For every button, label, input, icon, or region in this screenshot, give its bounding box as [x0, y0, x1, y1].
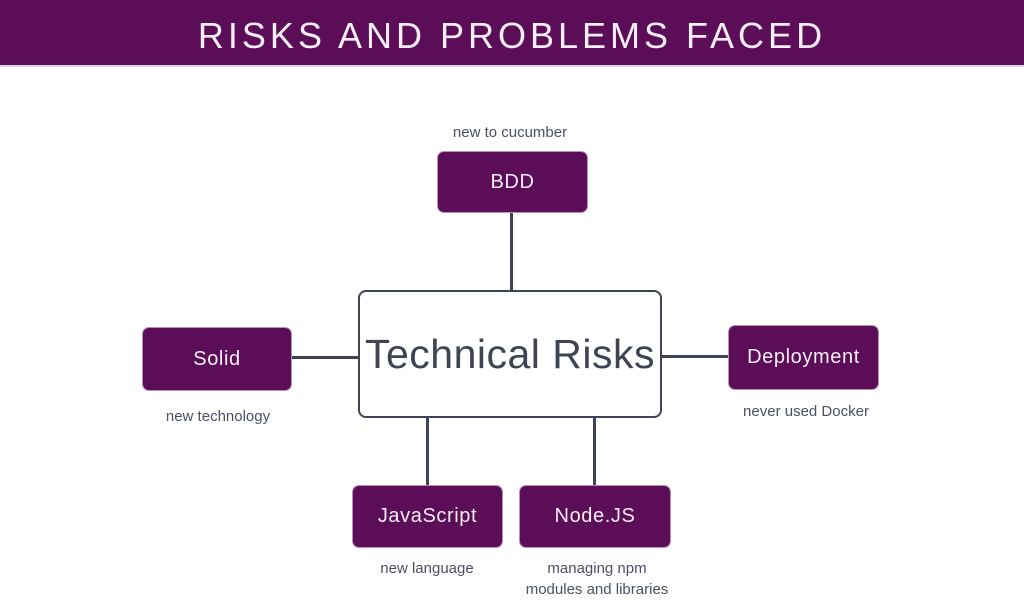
caption-bdd: new to cucumber: [452, 124, 568, 141]
node-nodejs-label: Node.JS: [554, 505, 636, 527]
node-nodejs: Node.JS: [519, 485, 671, 548]
center-node-label: Technical Risks: [364, 330, 656, 377]
connector-bdd-to-center: [510, 213, 513, 291]
node-bdd: BDD: [437, 151, 588, 213]
center-node-technical-risks: Technical Risks: [358, 290, 662, 418]
caption-javascript: new language: [380, 560, 474, 577]
caption-solid: new technology: [165, 408, 271, 425]
node-javascript-label: JavaScript: [377, 505, 478, 527]
connector-center-to-nodejs: [593, 417, 596, 485]
node-deployment: Deployment: [728, 325, 879, 390]
caption-nodejs: managing npm modules and libraries: [525, 560, 669, 598]
node-deployment-label: Deployment: [747, 346, 860, 368]
node-solid: Solid: [142, 327, 292, 391]
node-javascript: JavaScript: [352, 485, 503, 548]
page-title: RISKS AND PROBLEMS FACED: [197, 15, 827, 56]
node-bdd-label: BDD: [490, 170, 535, 193]
caption-deployment: never used Docker: [743, 403, 869, 420]
header-bar: RISKS AND PROBLEMS FACED: [0, 0, 1024, 67]
connector-center-to-javascript: [426, 417, 429, 485]
connector-center-to-deployment: [662, 355, 728, 358]
connector-solid-to-center: [292, 356, 358, 359]
node-solid-label: Solid: [193, 347, 241, 370]
